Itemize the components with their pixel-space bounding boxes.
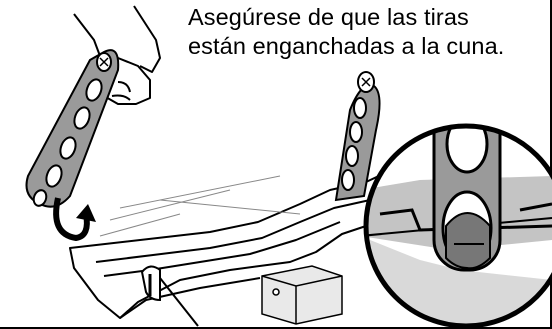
instruction-line-1: Asegúrese de que las tiras xyxy=(188,4,469,30)
curved-arrow-icon xyxy=(53,197,96,242)
instruction-line-2: están enganchadas a la cuna. xyxy=(188,33,505,59)
instruction-text: Asegúrese de que las tiras están enganch… xyxy=(188,3,550,61)
strap-left xyxy=(25,49,120,208)
zoom-circle-icon xyxy=(363,123,552,329)
hand-icon xyxy=(73,5,161,105)
cradle-floor-lines xyxy=(99,175,301,237)
strap-right xyxy=(334,71,381,202)
storage-box xyxy=(261,265,343,325)
